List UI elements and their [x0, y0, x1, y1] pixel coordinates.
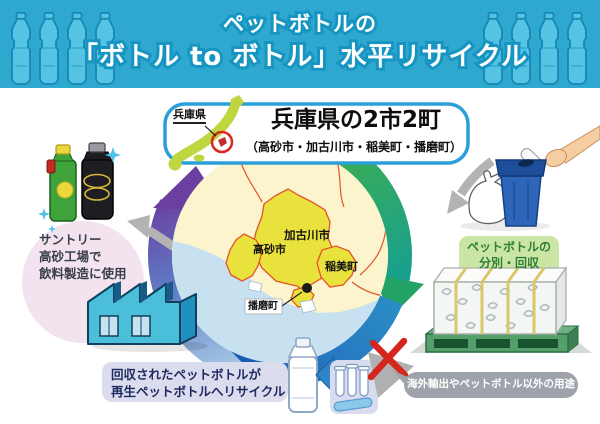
to-bin-gray-arrowhead-icon [447, 190, 469, 214]
callout-box [163, 102, 470, 165]
disposal-scene [460, 125, 600, 231]
collection-label-line1: ペットボトルの [466, 240, 551, 254]
hyogo-prefecture-label: 兵庫県 [173, 108, 206, 125]
plant-location-dot [302, 283, 312, 293]
kakogawa-city-area [251, 188, 335, 292]
gray-branch-arrows [127, 157, 495, 251]
prohibited-x-icon [367, 337, 409, 381]
recycle-label-box [102, 362, 288, 402]
recycle-arrow-green-head-icon [371, 273, 424, 316]
export-note-bubble [392, 370, 578, 398]
suntory-note-line2: 高砂工場で [39, 249, 102, 264]
japan-map-icon [168, 95, 244, 171]
recycle-bin-icon [500, 175, 542, 227]
takasago-city-area [225, 233, 263, 282]
sparkle-icons [38, 147, 121, 233]
suntory-note-line1: サントリー [39, 232, 102, 247]
inami-town-area [316, 245, 357, 288]
recycle-label-line2: 再生ペットボトルへリサイクル [111, 384, 286, 399]
pet-bale-icon [410, 265, 592, 354]
suntory-note-line3: 飲料製造に使用 [39, 266, 127, 281]
factory-icon [87, 281, 208, 352]
to-factory-gray-arrowhead-icon [127, 215, 150, 238]
map-label-takasago: 高砂市 [253, 243, 286, 256]
header-title-line2: 「ボトル to ボトル」水平リサイクル 「ボトル to ボトル」水平リサイクル [69, 39, 530, 75]
callout-title: 兵庫県の2市2町 [270, 107, 441, 133]
preforms-icon [330, 360, 378, 414]
map-label-harima: 播磨町 [248, 301, 278, 312]
hyogo-marker-icon [210, 130, 234, 154]
collection-label-box [459, 236, 559, 274]
recycle-label-line1: 回収されたペットボトルが [111, 367, 262, 382]
to-factory-gray-arrow [145, 226, 177, 251]
callout-subtitle: （高砂市・加古川市・稲美町・播磨町） [245, 140, 462, 154]
beverage-bottles-icon [46, 142, 114, 222]
map-label-inami: 稲美町 [325, 260, 358, 273]
map-label-kakogawa: 加古川市 [284, 228, 330, 242]
collection-label-line2: 分別・回収 [478, 256, 539, 270]
recycled-bottle-icon [287, 337, 319, 413]
header-band [0, 0, 600, 88]
bale-straps [454, 267, 546, 334]
export-note-label: 海外輸出やペットボトル以外の用途 [407, 378, 575, 390]
header-title-line1: ペットボトルの ペットボトルの [220, 9, 379, 39]
harima-label-callout [244, 291, 303, 315]
to-bin-gray-arrow [457, 157, 495, 197]
